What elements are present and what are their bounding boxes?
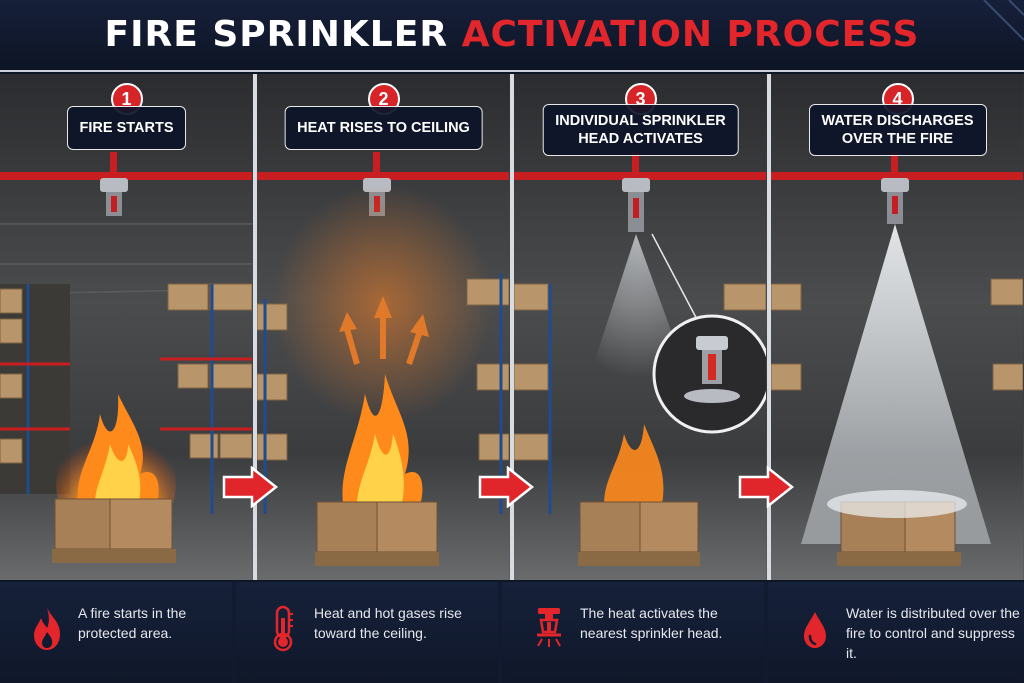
step-description: The heat activates the nearest sprinkler… [580,605,723,641]
step-title: HEAT RISES TO CEILING [284,106,483,150]
description-footer: A fire starts in the protected area. Hea… [0,582,1024,683]
title-red-part: ACTIVATION PROCESS [461,14,920,55]
title-white-part: FIRE SPRINKLER [104,14,449,55]
step-description: Water is distributed over the fire to co… [846,605,1020,661]
step-panels: 1 FIRE STARTS [0,74,1024,580]
step-title-line: HEAD ACTIVATES [578,131,703,147]
step-title-line: OVER THE FIRE [841,131,954,147]
footer-step-2: Heat and hot gases rise toward the ceili… [236,582,498,683]
corner-decoration [983,0,1024,41]
sprinkler-head-icon [537,608,561,647]
step-title: WATER DISCHARGES OVER THE FIRE [808,104,987,156]
water-drop-icon [804,612,826,648]
panel-step-1: 1 FIRE STARTS [0,74,253,580]
next-arrow-icon [738,466,794,508]
panel-step-4: 4 WATER DISCHARGES OVER THE FIRE [771,74,1024,580]
step-title-line: FIRE STARTS [79,120,174,136]
panel-step-2: 2 HEAT RISES TO CEILING [257,74,510,580]
next-arrow-icon [222,466,278,508]
step-description: A fire starts in the protected area. [78,605,187,641]
panel-step-3: 3 INDIVIDUAL SPRINKLER HEAD ACTIVATES [514,74,767,580]
step-title: INDIVIDUAL SPRINKLER HEAD ACTIVATES [542,104,739,156]
warehouse-scene-4 [771,74,1023,580]
warehouse-scene-3 [514,74,766,580]
warehouse-scene-1 [0,74,252,580]
step-title-line: HEAT RISES TO CEILING [297,120,470,136]
flame-icon [34,608,60,650]
page-title: FIRE SPRINKLER ACTIVATION PROCESS [105,17,920,53]
step-description: Heat and hot gases rise toward the ceili… [314,605,462,641]
next-arrow-icon [478,466,534,508]
step-title: FIRE STARTS [66,106,187,150]
step-title-line: WATER DISCHARGES [821,113,974,129]
footer-step-4: Water is distributed over the fire to co… [768,582,1024,683]
step-number-badge: 2 [367,83,400,115]
footer-step-3: The heat activates the nearest sprinkler… [502,582,764,683]
step-title-line: INDIVIDUAL SPRINKLER [555,113,726,129]
footer-step-1: A fire starts in the protected area. [0,582,232,683]
header-banner: FIRE SPRINKLER ACTIVATION PROCESS [0,0,1024,72]
thermometer-icon [273,605,293,652]
